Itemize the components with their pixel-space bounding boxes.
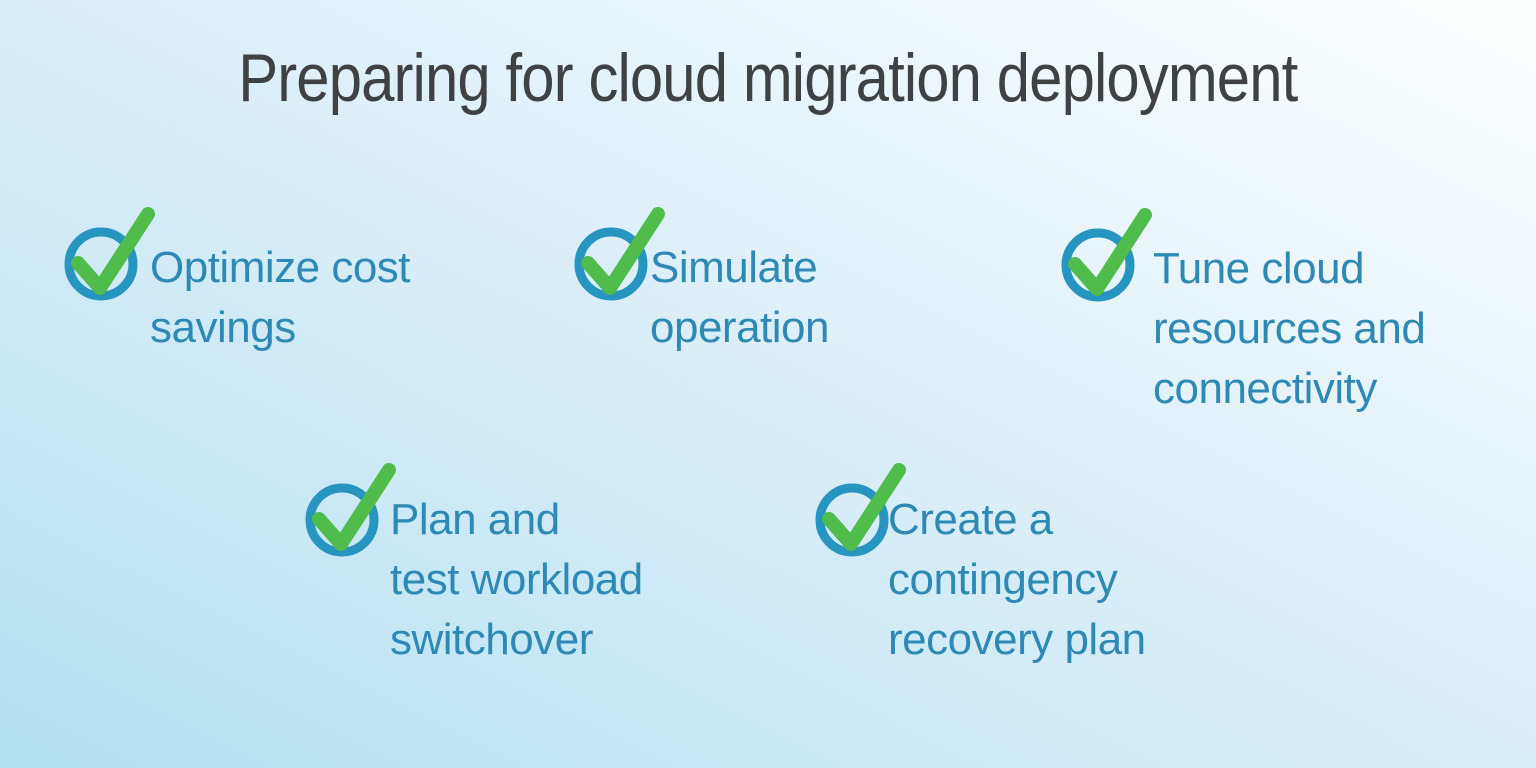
checklist-item: Tune cloud resources and connectivity (1153, 239, 1426, 419)
check-circle-icon (1061, 208, 1152, 302)
checklist-item-line: test workload (390, 555, 643, 604)
check-circle-icon (64, 207, 155, 301)
page-title-text: Preparing for cloud migration deployment (238, 40, 1298, 116)
checklist-item: Optimize cost savings (150, 238, 411, 358)
checklist-item-line: recovery plan (888, 615, 1146, 664)
checklist-item-line: Create a (888, 495, 1053, 544)
checklist-item-line: Tune cloud (1153, 244, 1365, 293)
checklist-item-line: contingency (888, 555, 1118, 604)
checklist-item-line: Simulate (650, 243, 818, 292)
checklist-item: Create a contingency recovery plan (888, 490, 1146, 670)
checklist-item-line: switchover (390, 615, 593, 664)
check-circle-icon (574, 207, 665, 301)
checklist-item: Simulate operation (650, 238, 829, 358)
checklist-item-line: operation (650, 303, 829, 352)
page-title: Preparing for cloud migration deployment (0, 38, 1536, 120)
checklist-item-line: Optimize cost (150, 243, 411, 292)
check-circle-icon (305, 463, 396, 557)
checklist-item-line: savings (150, 303, 296, 352)
check-circle-icon (815, 463, 906, 557)
checklist-item-line: Plan and (390, 495, 560, 544)
checklist-item: Plan and test workload switchover (390, 490, 643, 670)
checklist-item-line: resources and (1153, 304, 1426, 353)
checklist-item-line: connectivity (1153, 364, 1377, 413)
